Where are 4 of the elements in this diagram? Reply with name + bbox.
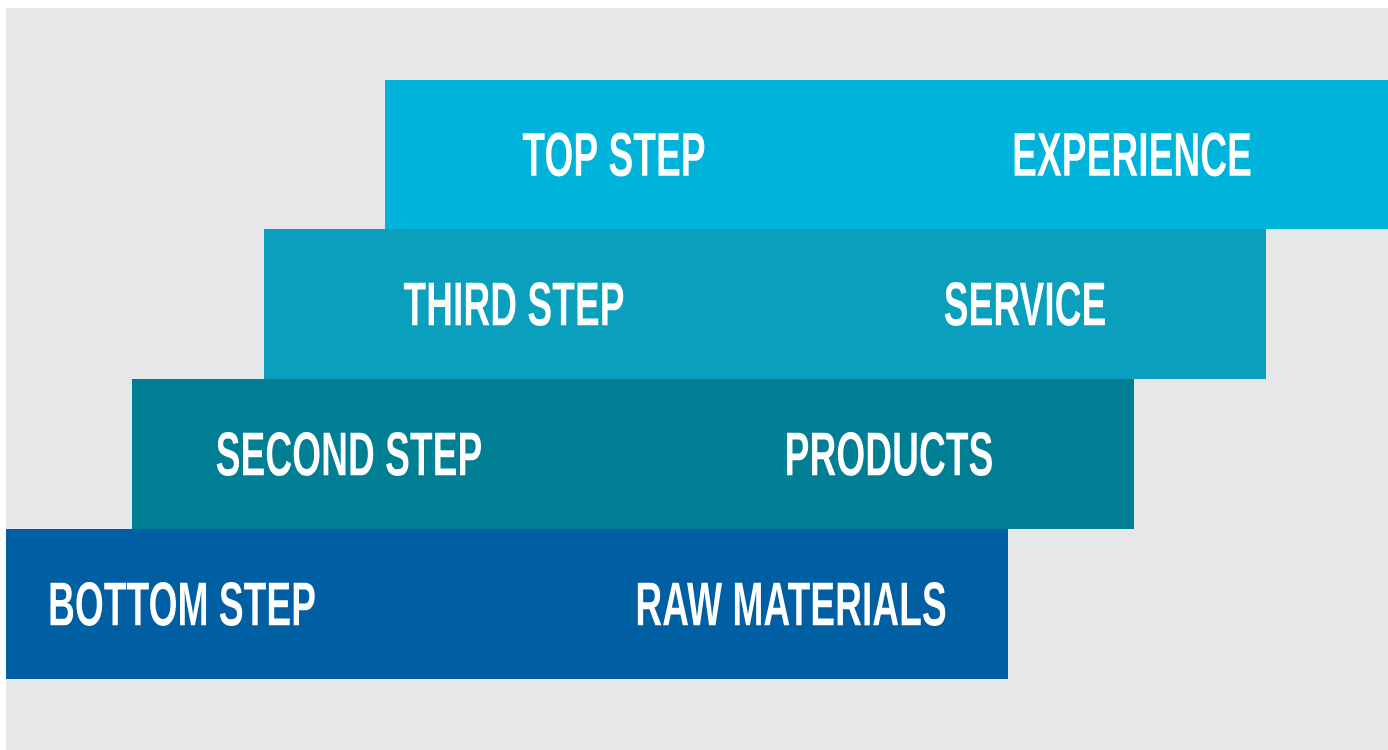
step-bar: THIRD STEP SERVICE bbox=[264, 229, 1266, 379]
step-bar: SECOND STEP PRODUCTS bbox=[132, 379, 1134, 529]
step-bar: BOTTOM STEP RAW MATERIALS bbox=[6, 529, 1008, 679]
step-bar: TOP STEP EXPERIENCE bbox=[385, 80, 1388, 229]
